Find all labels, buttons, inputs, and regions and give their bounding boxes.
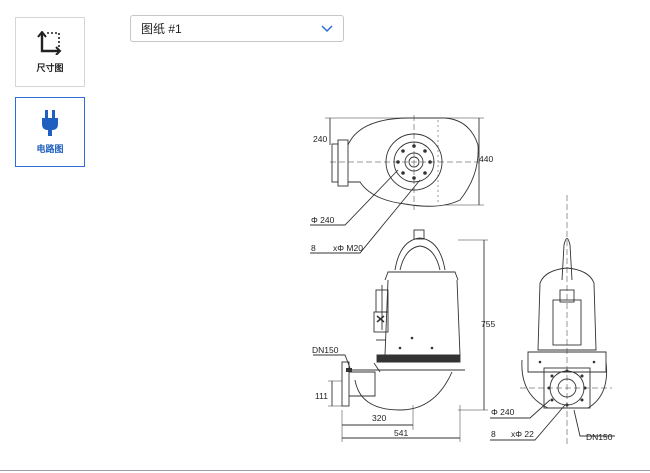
dim-bolts-right: 8 xyxy=(491,429,496,439)
dim-phi-240-right: Φ 240 xyxy=(491,407,515,417)
dim-541: 541 xyxy=(394,428,408,438)
dim-755: 755 xyxy=(481,319,495,329)
pump-top-view xyxy=(310,115,484,254)
sidebar-item-label: 电路图 xyxy=(36,143,64,154)
drawing-select[interactable]: 图纸 #1 xyxy=(130,15,344,42)
chevron-down-icon xyxy=(321,24,333,32)
dim-phi-240-left: Φ 240 xyxy=(311,215,335,225)
plug-icon xyxy=(42,109,58,136)
dim-bolts-left: 8 xyxy=(311,243,316,253)
sidebar-item-wiring-diagram[interactable]: 电路图 xyxy=(15,97,85,167)
view-sidebar: 尺寸图 电路图 xyxy=(15,17,89,177)
dimension-icon xyxy=(37,30,62,55)
drawing-select-value: 图纸 #1 xyxy=(141,22,182,36)
dim-440: 440 xyxy=(479,154,493,164)
dim-bolts-left-spec: xΦ M20 xyxy=(333,243,363,253)
sidebar-item-dimension-drawing[interactable]: 尺寸图 xyxy=(15,17,85,87)
dim-dn150-left: DN150 xyxy=(312,345,339,355)
dim-111: 111 xyxy=(315,391,328,401)
dim-240-top: 240 xyxy=(313,134,327,144)
dim-320: 320 xyxy=(372,413,386,423)
pump-front-view xyxy=(490,195,615,445)
divider xyxy=(0,470,650,471)
pump-side-view xyxy=(313,229,488,442)
dim-bolts-right-spec: xΦ 22 xyxy=(511,429,534,439)
sidebar-item-label: 尺寸图 xyxy=(36,62,64,73)
dim-dn150-right: DN150 xyxy=(586,432,613,442)
